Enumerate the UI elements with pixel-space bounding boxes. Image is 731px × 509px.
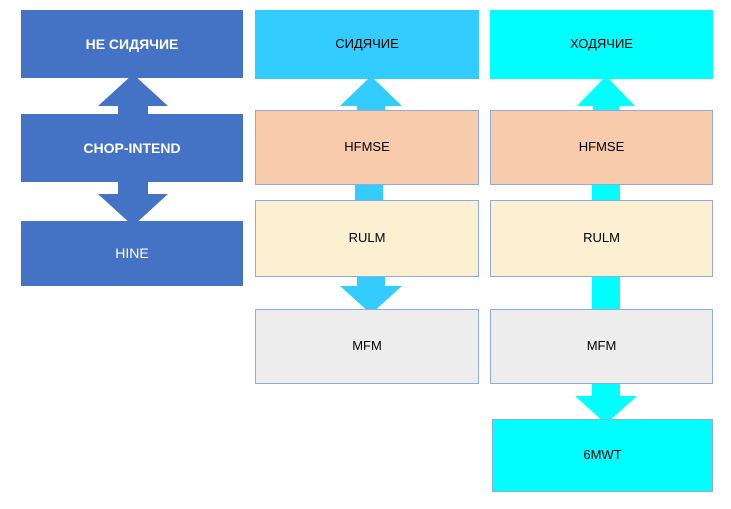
node-rulm-sitters[interactable]: RULM (255, 200, 479, 277)
connector-mfm-to-6mwt-walkers (575, 382, 637, 424)
node-rulm-walkers[interactable]: RULM (490, 200, 713, 277)
node-chop-intend[interactable]: CHOP-INTEND (21, 114, 243, 182)
node-hfmse-walkers-label: HFMSE (578, 139, 625, 155)
node-hine[interactable]: HINE (21, 221, 243, 286)
connector-rulm-to-mfm-sitters (340, 272, 402, 314)
node-mfm-sitters-label: MFM (352, 338, 382, 354)
connector-hfmse-to-rulm-sitters (355, 182, 383, 204)
node-6mwt[interactable]: 6MWT (492, 419, 713, 492)
node-walkers[interactable]: ХОДЯЧИЕ (490, 10, 713, 79)
node-hfmse-sitters[interactable]: HFMSE (255, 110, 479, 185)
node-mfm-walkers-label: MFM (586, 338, 617, 354)
node-sitters[interactable]: СИДЯЧИЕ (255, 10, 479, 79)
node-mfm-walkers[interactable]: MFM (490, 309, 713, 384)
node-hine-label: HINE (115, 245, 149, 262)
node-rulm-walkers-label: RULM (583, 230, 620, 246)
node-chop-intend-label: CHOP-INTEND (83, 139, 181, 156)
connector-chop-to-non-sitters (98, 74, 168, 120)
connector-rulm-to-mfm-walkers (592, 272, 620, 310)
connector-hfmse-to-rulm-walkers (592, 182, 620, 204)
node-non-sitters-label: НЕ СИДЯЧИЕ (85, 35, 179, 52)
node-rulm-sitters-label: RULM (348, 230, 386, 246)
node-walkers-label: ХОДЯЧИЕ (570, 36, 633, 52)
node-hfmse-sitters-label: HFMSE (344, 139, 390, 155)
node-6mwt-label: 6MWT (583, 447, 622, 463)
connector-hfmse-to-sitters (340, 76, 402, 120)
node-mfm-sitters[interactable]: MFM (255, 309, 479, 384)
node-hfmse-walkers[interactable]: HFMSE (490, 110, 713, 185)
connector-chop-to-hine (98, 180, 168, 226)
node-sitters-label: СИДЯЧИЕ (335, 36, 399, 52)
node-non-sitters[interactable]: НЕ СИДЯЧИЕ (21, 10, 243, 78)
connector-hfmse-to-walkers (577, 76, 635, 120)
